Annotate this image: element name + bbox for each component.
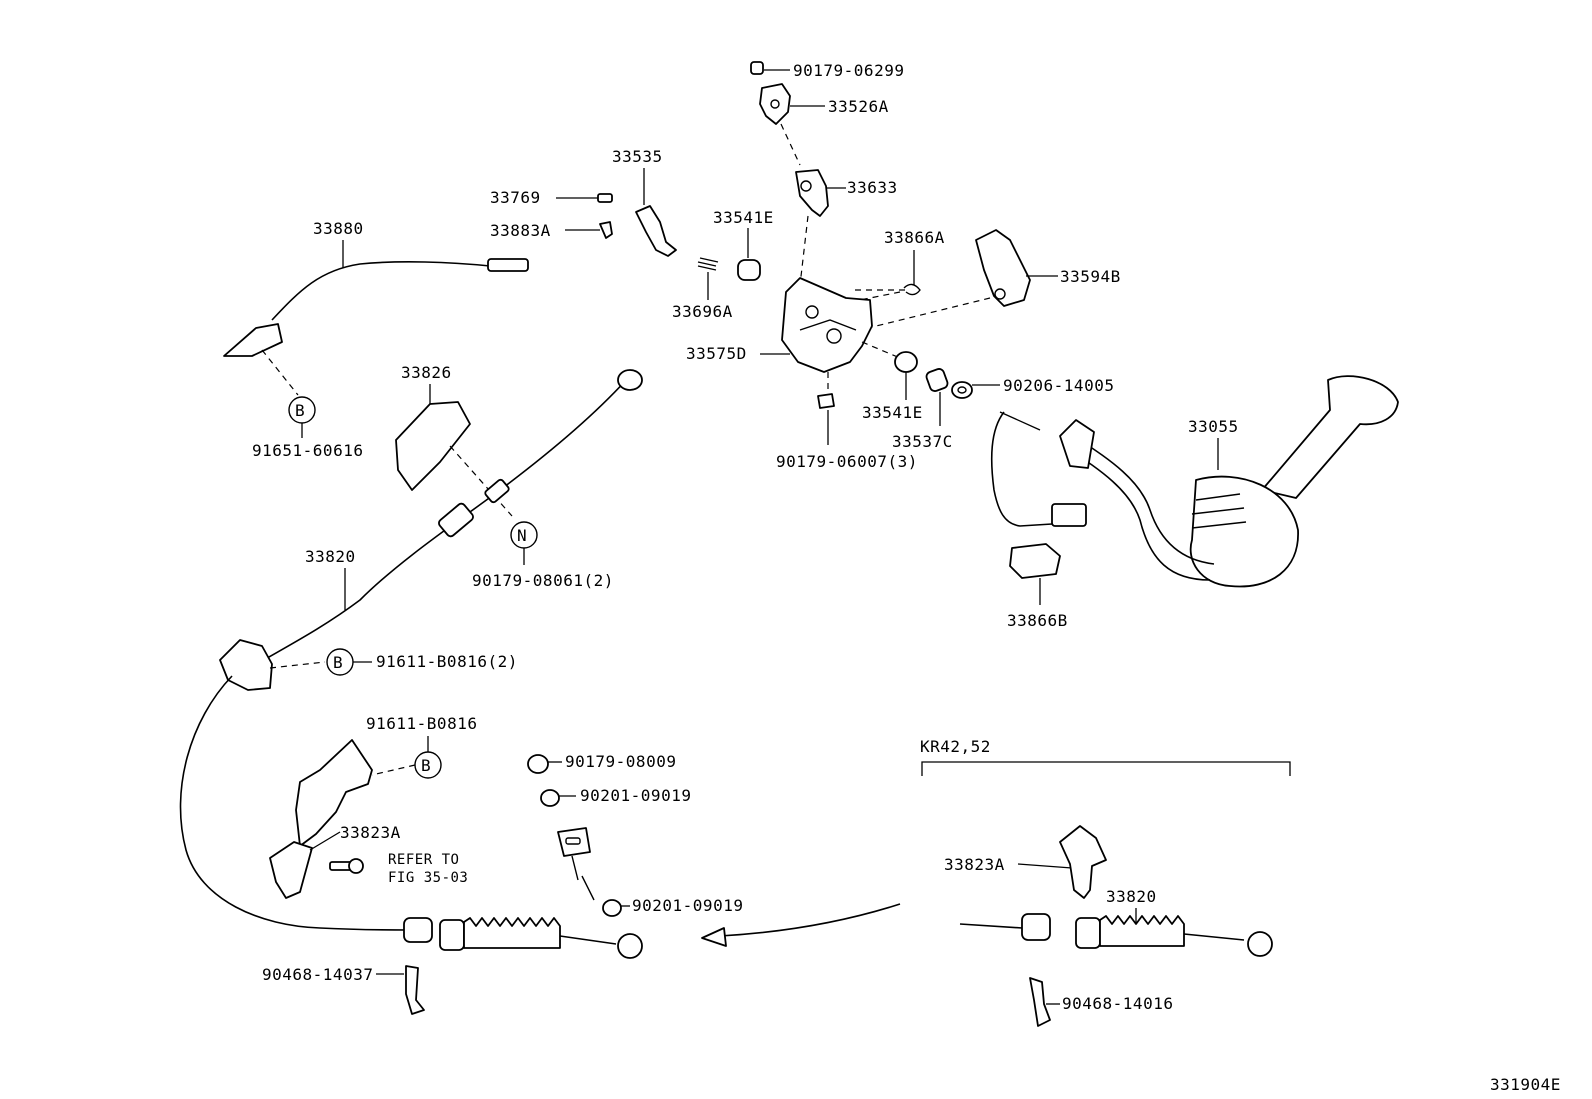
shift-lever-33055 <box>990 375 1399 588</box>
spring-33866A <box>859 250 921 301</box>
label-33820: 33820 <box>305 547 356 566</box>
label-33826: 33826 <box>401 363 452 382</box>
cable-33820 <box>179 369 643 931</box>
label-90179-08061: 90179-08061(2) <box>472 571 614 590</box>
pin-33769 <box>556 193 613 203</box>
label-91611-B0816-2: 91611-B0816(2) <box>376 652 518 671</box>
label-91651-60616: 91651-60616 <box>252 441 363 460</box>
cable-33820-kr <box>959 908 1273 957</box>
bracket-33823A-kr <box>1017 825 1107 899</box>
clip-33883A <box>565 221 613 239</box>
bushing-33541E-bottom <box>894 351 918 400</box>
callout-B-mid-letter: B <box>333 653 343 672</box>
label-33526A: 33526A <box>828 97 889 116</box>
clip-90468-14037 <box>376 965 425 1015</box>
bracket-33526A <box>759 83 825 166</box>
callout-N-letter: N <box>517 526 527 545</box>
bracket-33823A <box>269 739 373 899</box>
refer-line2: FIG 35-03 <box>388 870 468 886</box>
label-33866A: 33866A <box>884 228 945 247</box>
clip-90468-14016 <box>1029 977 1060 1027</box>
label-90179-08009: 90179-08009 <box>565 752 676 771</box>
washer-90206-14005 <box>951 381 1000 399</box>
label-33696A: 33696A <box>672 302 733 321</box>
callout-B-lower-letter: B <box>421 756 431 775</box>
label-kr-group: KR42,52 <box>920 737 991 756</box>
lever-33633 <box>795 169 846 286</box>
block-33866B <box>1009 543 1061 605</box>
label-33055: 33055 <box>1188 417 1239 436</box>
bracket-33826 <box>395 384 513 517</box>
refer-line1: REFER TO <box>388 852 459 868</box>
label-33883A: 33883A <box>490 221 551 240</box>
cable-boot-lower <box>403 917 643 959</box>
label-90179-06299: 90179-06299 <box>793 61 904 80</box>
label-33820-kr: 33820 <box>1106 887 1157 906</box>
label-33633: 33633 <box>847 178 898 197</box>
bolt-refer <box>329 858 364 874</box>
collar-33537C <box>925 368 949 426</box>
label-33541E-top: 33541E <box>713 208 774 227</box>
label-33866B: 33866B <box>1007 611 1068 630</box>
callout-B-mid: B <box>326 648 372 676</box>
callout-B-upper: B <box>288 396 316 438</box>
body-33575D <box>760 277 905 392</box>
spring-33696A <box>697 257 719 300</box>
label-33575D: 33575D <box>686 344 747 363</box>
label-33541E-bottom: 33541E <box>862 403 923 422</box>
label-33537C: 33537C <box>892 432 953 451</box>
cable-33880 <box>223 240 529 396</box>
callout-N: N <box>510 521 538 565</box>
lever-33594B <box>859 229 1058 331</box>
label-90206-14005: 90206-14005 <box>1003 376 1114 395</box>
label-33535: 33535 <box>612 147 663 166</box>
nut-90179-08009 <box>527 754 562 774</box>
grommet-90201-09019-b <box>602 899 630 917</box>
grommet-90201-09019-a <box>540 789 576 807</box>
label-91611-B0816: 91611-B0816 <box>366 714 477 733</box>
bushing-33541E-top <box>737 228 761 281</box>
callout-B-lower: B <box>371 736 442 779</box>
label-33594B: 33594B <box>1060 267 1121 286</box>
label-33880: 33880 <box>313 219 364 238</box>
retainer-plate <box>557 827 595 901</box>
nut-90179-06007 <box>817 393 835 445</box>
label-90201-09019-a: 90201-09019 <box>580 786 691 805</box>
nut-90179-06299 <box>750 61 790 75</box>
callout-B-upper-letter: B <box>295 401 305 420</box>
kr-group-bracket <box>921 761 1291 776</box>
label-33823A-kr: 33823A <box>944 855 1005 874</box>
link-33535 <box>635 168 677 257</box>
label-90468-14016: 90468-14016 <box>1062 994 1173 1013</box>
label-90179-06007: 90179-06007(3) <box>776 452 918 471</box>
label-33823A: 33823A <box>340 823 401 842</box>
figure-code: 331904E <box>1490 1075 1561 1094</box>
label-90201-09019-b: 90201-09019 <box>632 896 743 915</box>
direction-arrow <box>701 903 901 947</box>
label-33769: 33769 <box>490 188 541 207</box>
label-90468-14037: 90468-14037 <box>262 965 373 984</box>
